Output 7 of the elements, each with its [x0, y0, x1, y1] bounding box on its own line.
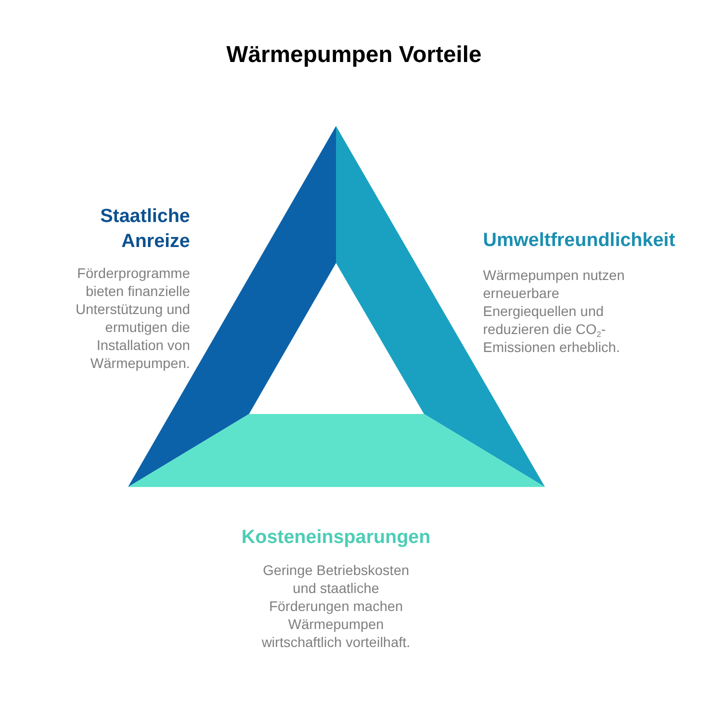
segment-heading: Staatliche Anreize — [99, 205, 190, 254]
segment-description: Förderprogramme bieten finanzielle Unterstützung und ermutigen die Installation von Wärmepumpen. — [74, 264, 190, 372]
segment-description: Geringe Betriebskosten und staatliche Förderungen machen Wärmepumpen wirtschaftlich vorteilhaft. — [260, 561, 412, 651]
segment-heading: Kosteneinsparungen — [240, 526, 432, 550]
segment-heading: Umweltfreundlichkeit — [483, 229, 676, 253]
segment-description: Wärmepumpen nutzen erneuerbare Energiequellen und reduzieren die CO$_{2}$-Emissionen erheblich. — [483, 266, 626, 356]
diagram-title: Wärmepumpen Vorteile — [226, 40, 482, 68]
